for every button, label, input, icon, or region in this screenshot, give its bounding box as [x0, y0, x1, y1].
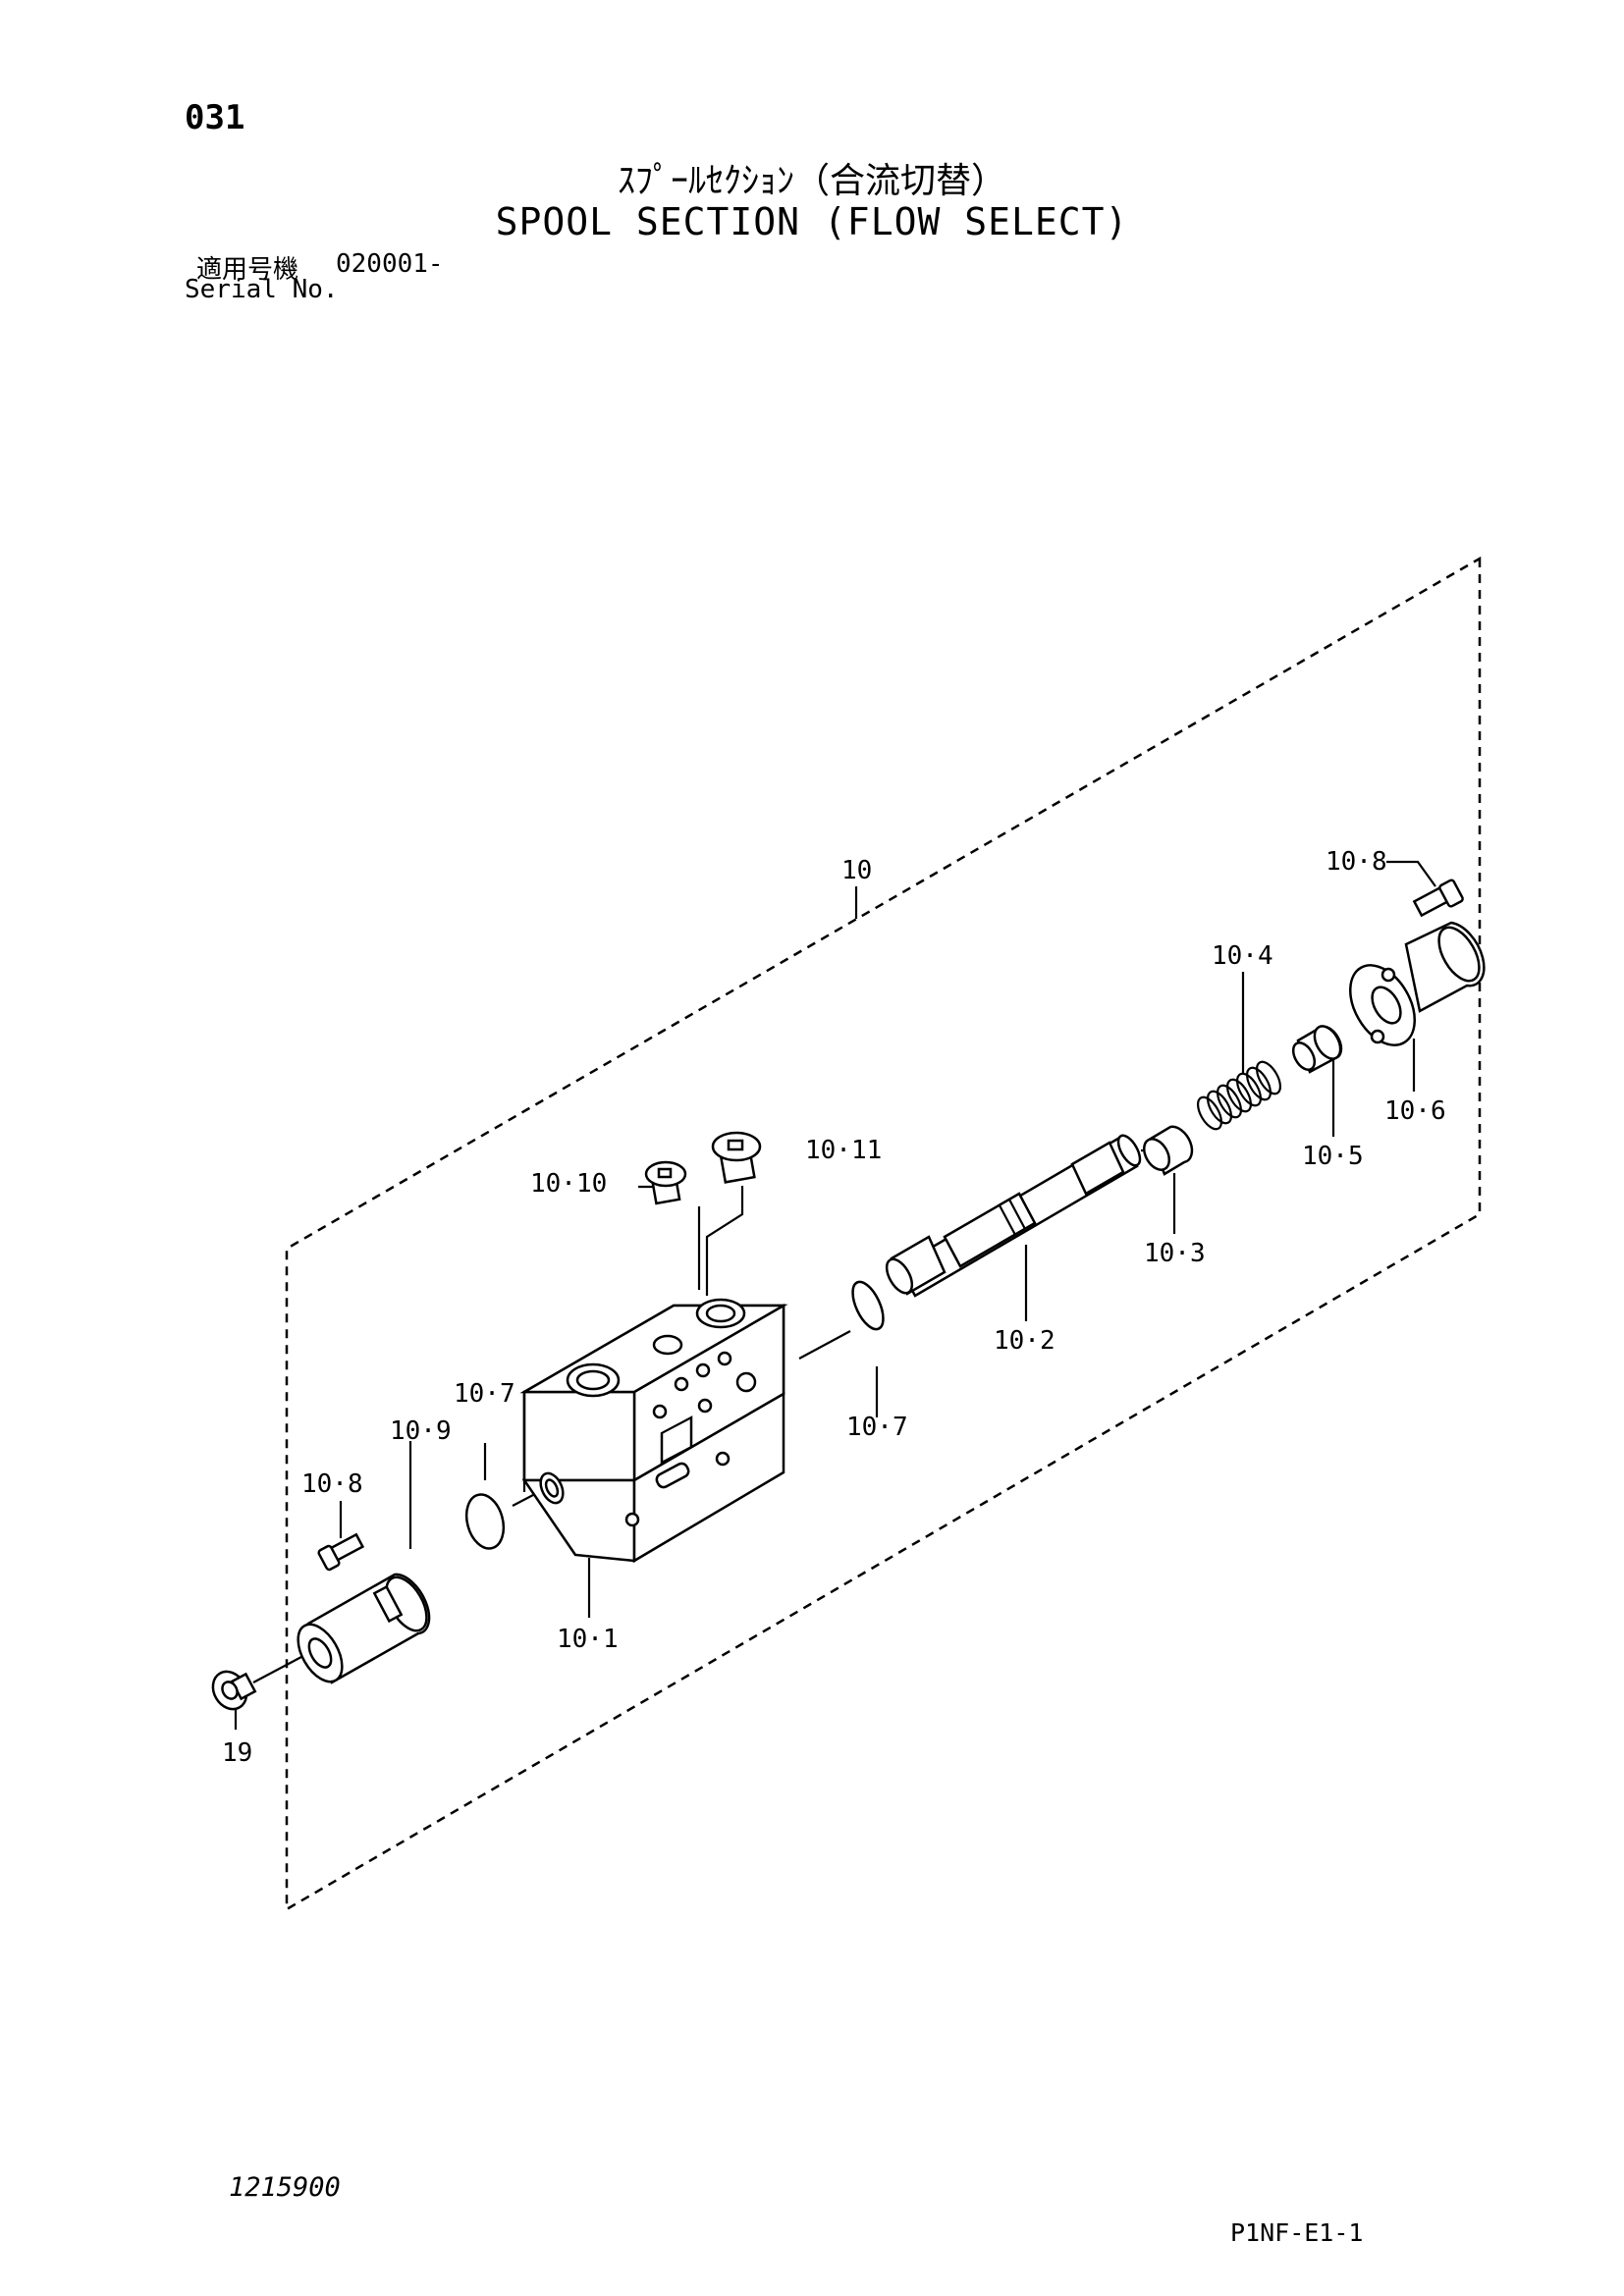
callout-10-5: 10·5 [1302, 1142, 1364, 1171]
callout-10-8-left: 10·8 [301, 1469, 363, 1499]
spring-10-4 [1196, 1060, 1282, 1131]
callout-10-10: 10·10 [530, 1169, 607, 1199]
callout-10-2: 10·2 [994, 1326, 1056, 1356]
callout-10-8-top: 10·8 [1326, 847, 1387, 877]
plug-10-11 [711, 1131, 762, 1184]
assembly-boundary [285, 556, 1482, 1912]
valve-housing-10-1 [519, 1298, 788, 1564]
callout-10-6: 10·6 [1384, 1096, 1446, 1126]
flange-cover-10-6 [1349, 921, 1486, 1046]
page-title-english: SPOOL SECTION (FLOW SELECT) [495, 200, 1129, 243]
callout-19: 19 [222, 1738, 252, 1768]
serial-range: 020001- [336, 249, 444, 279]
page-title-japanese: ｽﾌﾟｰﾙｾｸｼｮﾝ（合流切替） [617, 161, 1006, 201]
callout-10-9: 10·9 [390, 1416, 452, 1446]
callout-10-11: 10·11 [805, 1136, 882, 1165]
callout-10-7-right: 10·7 [846, 1413, 908, 1442]
callout-10-7-left: 10·7 [454, 1379, 515, 1409]
callout-10-3: 10·3 [1144, 1239, 1206, 1268]
retainer-10-3 [1142, 1125, 1194, 1176]
cap-10-9 [297, 1573, 431, 1684]
plug-19 [211, 1670, 257, 1711]
o-ring-10-7-left [464, 1493, 506, 1550]
page-code: P1NF-E1-1 [1230, 2218, 1364, 2247]
plug-10-10 [644, 1160, 687, 1205]
serial-label-japanese: 適用号機 [196, 255, 299, 285]
o-ring-10-7-right [851, 1280, 885, 1331]
bolt-10-8-left [317, 1532, 365, 1572]
page-number: 031 [185, 98, 245, 137]
drawing-number: 1215900 [229, 2172, 341, 2203]
spool-10-2 [885, 1134, 1142, 1298]
bolt-10-8-top [1412, 879, 1464, 918]
callout-10-4: 10·4 [1212, 941, 1273, 971]
callout-10-1: 10·1 [557, 1625, 619, 1654]
serial-label-english: Serial No. [185, 275, 339, 304]
callout-10: 10 [841, 856, 872, 885]
spring-seat-10-5 [1291, 1025, 1343, 1074]
